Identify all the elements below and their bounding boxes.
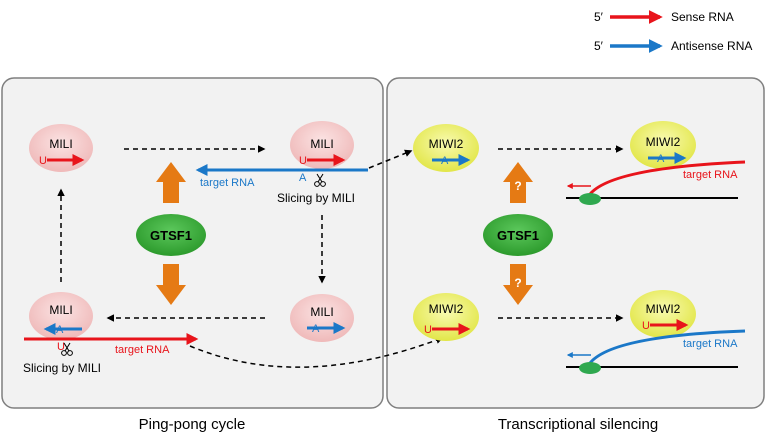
legend-sense-label: Sense RNA bbox=[671, 10, 734, 24]
mili-label: MILI bbox=[49, 303, 72, 317]
base-a: A bbox=[299, 172, 307, 184]
legend-antisense-prime: 5′ bbox=[594, 39, 604, 53]
miwi2-label: MIWI2 bbox=[429, 137, 464, 151]
gtsf1-right: GTSF1 bbox=[483, 214, 553, 256]
question-mark-up: ? bbox=[514, 179, 521, 193]
base-a: A bbox=[441, 155, 449, 167]
scissors-icon bbox=[314, 173, 326, 187]
mili-label: MILI bbox=[310, 305, 333, 319]
orange-up-arrow bbox=[503, 162, 533, 203]
mili-top-right: MILI U A target RNA Slicing by MILI bbox=[195, 121, 368, 205]
legend-sense-prime: 5′ bbox=[594, 10, 604, 24]
gtsf1-label: GTSF1 bbox=[497, 228, 539, 243]
slicing-label: Slicing by MILI bbox=[23, 361, 101, 375]
target-rna-label: target RNA bbox=[200, 177, 255, 189]
base-u: U bbox=[642, 320, 650, 332]
scissors-icon bbox=[61, 342, 73, 356]
base-u: U bbox=[299, 155, 307, 167]
miwi2-ellipse bbox=[413, 293, 479, 341]
base-a: A bbox=[657, 153, 665, 165]
mili-label: MILI bbox=[310, 137, 333, 151]
nascent-antisense-transcript bbox=[586, 329, 746, 367]
miwi2-label: MIWI2 bbox=[646, 302, 681, 316]
miwi2-label: MIWI2 bbox=[429, 302, 464, 316]
pathway-arrow-to-miwi2-top bbox=[368, 149, 413, 169]
target-rna-label: target RNA bbox=[683, 169, 738, 181]
nascent-sense-transcript bbox=[586, 160, 746, 198]
orange-down-arrow bbox=[156, 264, 186, 305]
base-u: U bbox=[57, 341, 65, 353]
mili-bottom-left: MILI A U target RNA Slicing by MILI bbox=[23, 292, 199, 375]
miwi2-bottom-right: MIWI2 U target RNA bbox=[566, 290, 746, 374]
silencing-caption: Transcriptional silencing bbox=[498, 416, 658, 433]
target-rna-label: target RNA bbox=[683, 338, 738, 350]
orange-down-arrow bbox=[503, 264, 533, 305]
legend-antisense-label: Antisense RNA bbox=[671, 39, 752, 53]
base-a: A bbox=[56, 324, 64, 336]
gtsf1-label: GTSF1 bbox=[150, 228, 192, 243]
mili-bottom-right: MILI A bbox=[290, 294, 354, 342]
pathway-arrow-to-miwi2-bottom bbox=[189, 336, 444, 368]
miwi2-label: MIWI2 bbox=[646, 135, 681, 149]
miwi2-top-left: MIWI2 A bbox=[413, 124, 479, 172]
rna-polymerase bbox=[579, 193, 601, 205]
target-rna-label: target RNA bbox=[115, 344, 170, 356]
gtsf1-left: GTSF1 bbox=[136, 214, 206, 256]
base-a: A bbox=[312, 323, 320, 335]
question-mark-down: ? bbox=[514, 276, 521, 290]
legend: 5′ Sense RNA 5′ Antisense RNA bbox=[594, 10, 752, 53]
gtsf1-ellipse bbox=[483, 214, 553, 256]
base-u: U bbox=[39, 155, 47, 167]
base-u: U bbox=[424, 324, 432, 336]
miwi2-top-right: MIWI2 A target RNA bbox=[566, 121, 746, 205]
mili-top-left: MILI U bbox=[29, 124, 93, 172]
slicing-label: Slicing by MILI bbox=[277, 191, 355, 205]
rna-polymerase bbox=[579, 362, 601, 374]
miwi2-bottom-left: MIWI2 U bbox=[413, 293, 479, 341]
mili-label: MILI bbox=[49, 137, 72, 151]
orange-up-arrow bbox=[156, 162, 186, 203]
ping-pong-caption: Ping-pong cycle bbox=[139, 416, 246, 433]
gtsf1-ellipse bbox=[136, 214, 206, 256]
